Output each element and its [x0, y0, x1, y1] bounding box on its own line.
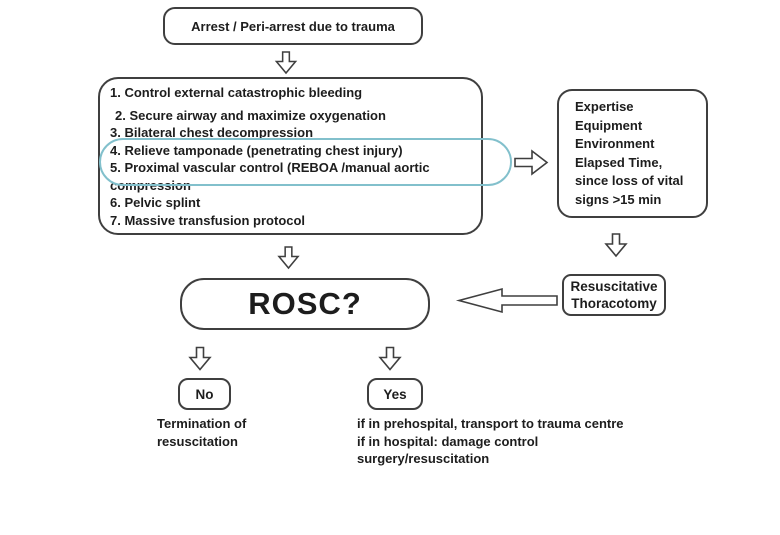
down-arrow-icon: [274, 51, 298, 75]
intervention-item-2: 2. Secure airway and maximize oxygenatio…: [115, 107, 386, 123]
node-arrest-label: Arrest / Peri-arrest due to trauma: [191, 18, 395, 34]
intervention-item-4: 4. Relieve tamponade (penetrating chest …: [110, 142, 403, 158]
down-arrow-icon: [378, 346, 402, 371]
down-arrow-icon: [188, 346, 212, 371]
no-outcome-text: Termination of resuscitation: [157, 416, 247, 449]
intervention-item-7: 7. Massive transfusion protocol: [110, 212, 306, 228]
right-arrow-icon: [514, 149, 549, 176]
node-yes-label: Yes: [383, 386, 407, 402]
intervention-item-6: 6. Pelvic splint: [110, 195, 201, 210]
node-no-label: No: [195, 386, 214, 402]
node-no: No: [178, 378, 231, 410]
intervention-item-3: 3. Bilateral chest decompression: [110, 125, 314, 140]
node-yes: Yes: [367, 378, 423, 410]
node-considerations-label: Expertise Equipment Environment Elapsed …: [575, 99, 684, 207]
highlight-oval-items-4-5: [99, 138, 512, 186]
node-rosc-decision: ROSC?: [180, 278, 430, 330]
node-interventions-list: 1. Control external catastrophic bleedin…: [98, 77, 483, 235]
node-rosc-label: ROSC?: [248, 286, 362, 321]
left-arrow-icon: [455, 287, 558, 314]
yes-outcome-text: if in prehospital, transport to trauma c…: [357, 416, 624, 466]
node-thoracotomy-label: Resuscitative Thoracotomy: [570, 279, 658, 311]
node-considerations: Expertise Equipment Environment Elapsed …: [557, 89, 708, 218]
node-resuscitative-thoracotomy: Resuscitative Thoracotomy: [562, 274, 666, 316]
intervention-item-1: 1. Control external catastrophic bleedin…: [110, 85, 363, 100]
down-arrow-icon: [604, 233, 628, 258]
node-arrest-peri-arrest: Arrest / Peri-arrest due to trauma: [163, 7, 423, 45]
down-arrow-icon: [277, 246, 300, 270]
